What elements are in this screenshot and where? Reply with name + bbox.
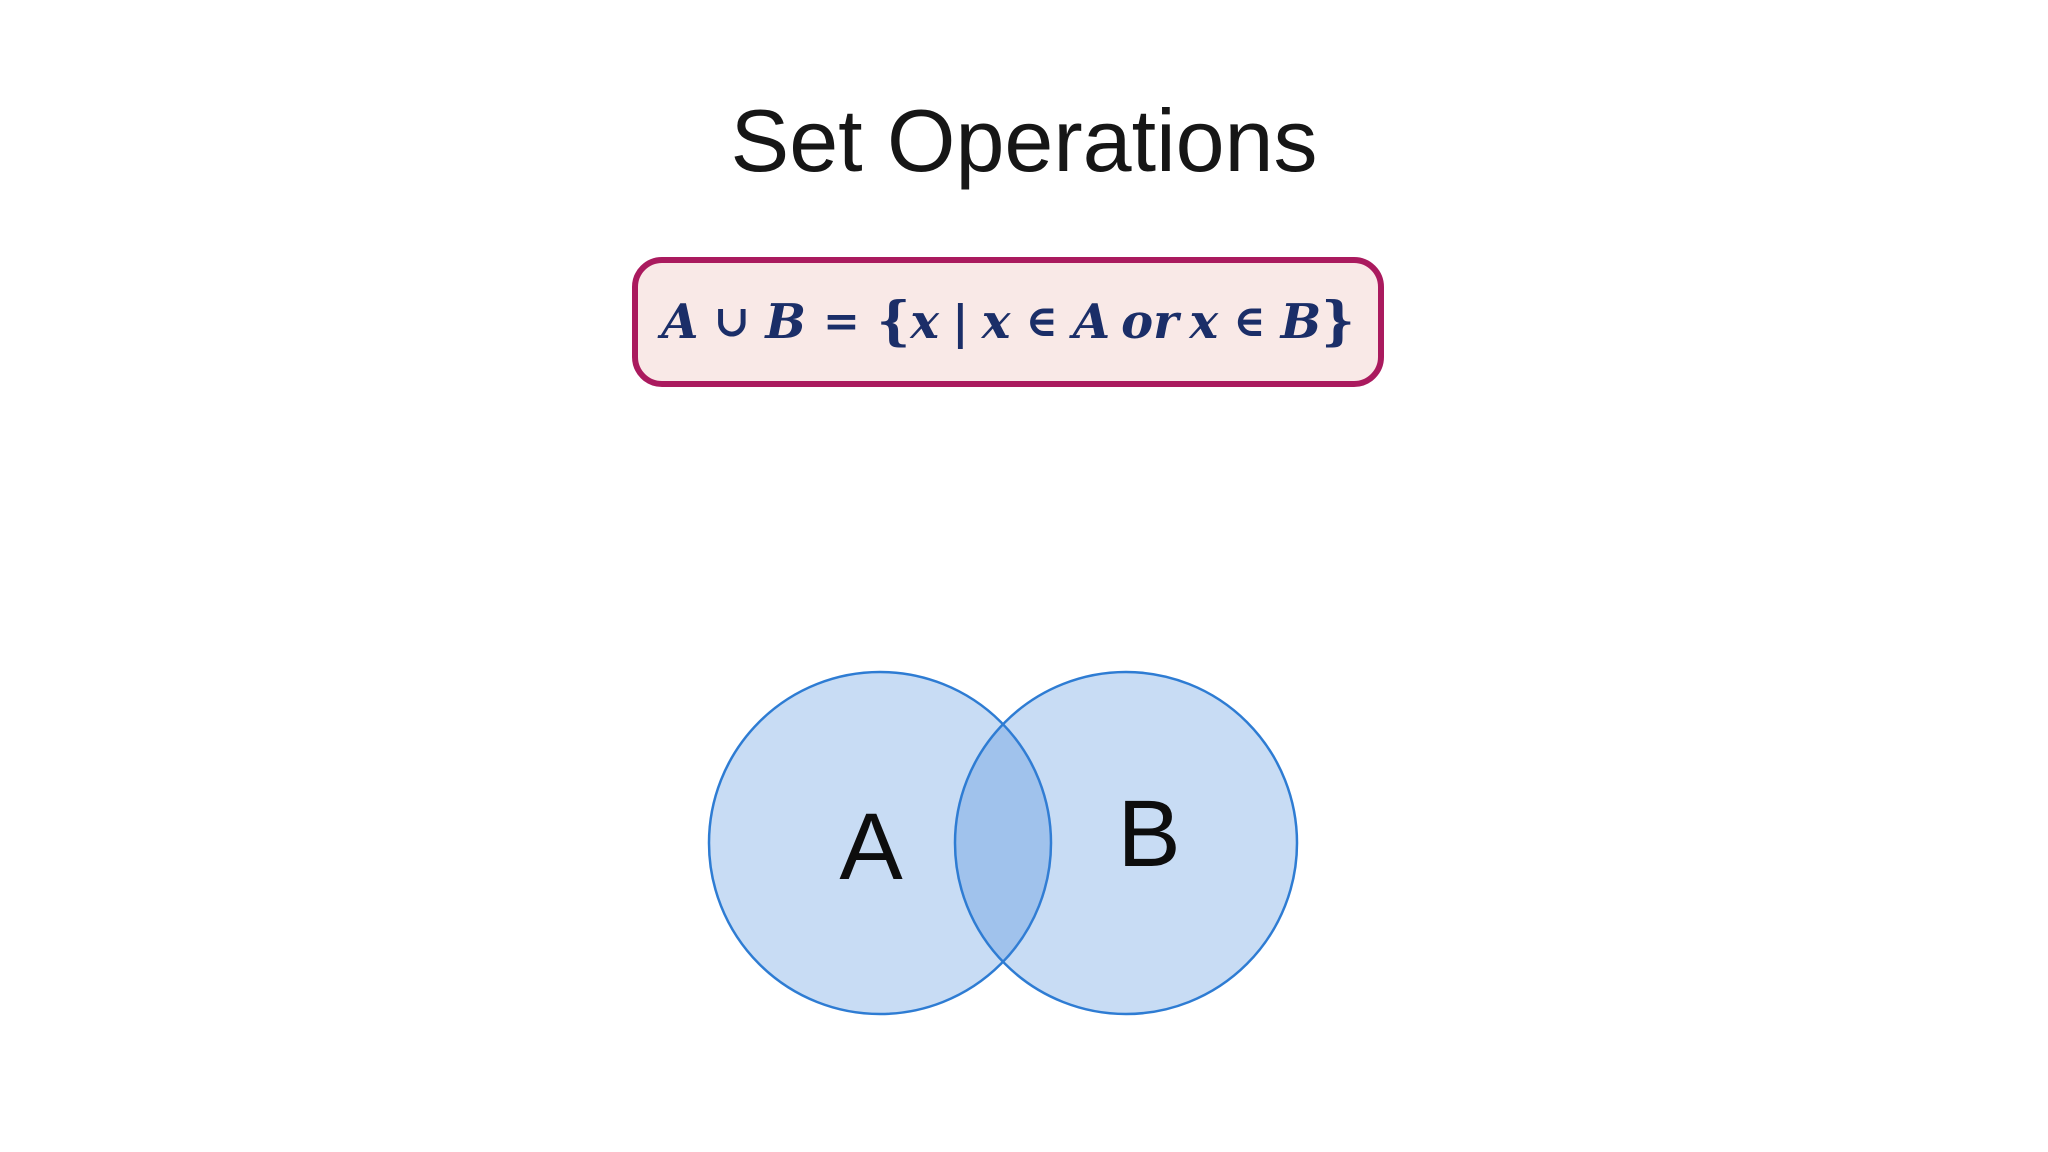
formula-part: A <box>1072 294 1111 350</box>
formula-part: B <box>1280 294 1322 350</box>
element-of-symbol: ∈ <box>1025 296 1058 347</box>
formula-part: x <box>1189 294 1219 350</box>
or-word: or <box>1121 294 1179 350</box>
formula-part: x <box>981 294 1011 350</box>
set-a-label: A <box>839 794 903 900</box>
formula-part: x <box>910 294 939 350</box>
union-formula: A ∪ B = { x | x ∈ A or x ∈ B } <box>661 296 1354 348</box>
formula-part: A <box>661 294 699 350</box>
venn-diagram <box>707 670 1299 1016</box>
open-brace: { <box>876 291 911 352</box>
formula-part: B <box>765 294 806 350</box>
element-of-symbol: ∈ <box>1233 296 1266 347</box>
union-symbol: ∪ <box>713 296 751 347</box>
such-that-bar: | <box>951 295 969 349</box>
set-b-circle <box>953 670 1299 1016</box>
set-b-label: B <box>1117 781 1181 887</box>
union-formula-box: A ∪ B = { x | x ∈ A or x ∈ B } <box>632 257 1384 387</box>
page-title: Set Operations <box>730 91 1318 190</box>
equals-symbol: = <box>823 296 860 347</box>
set-a-circle <box>707 670 1053 1016</box>
close-brace: } <box>1321 291 1355 352</box>
